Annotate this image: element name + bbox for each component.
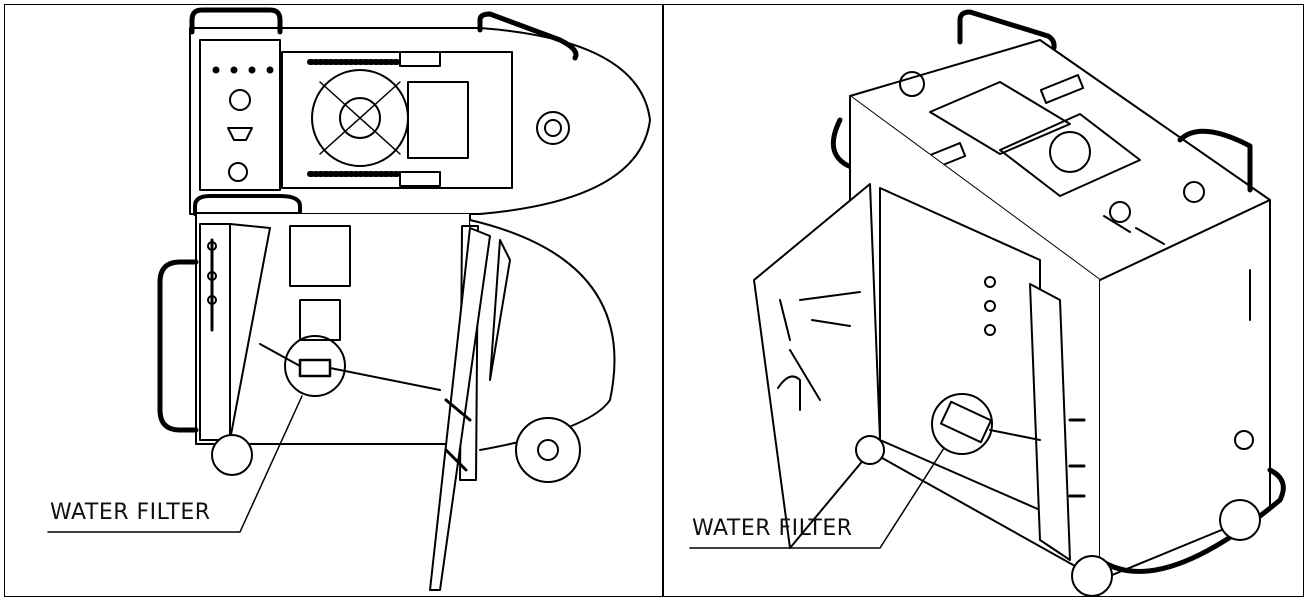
panel-divider xyxy=(662,4,664,597)
water-filter-callout-right: WATER FILTER xyxy=(692,516,853,541)
water-filter-callout-left: WATER FILTER xyxy=(50,500,211,525)
